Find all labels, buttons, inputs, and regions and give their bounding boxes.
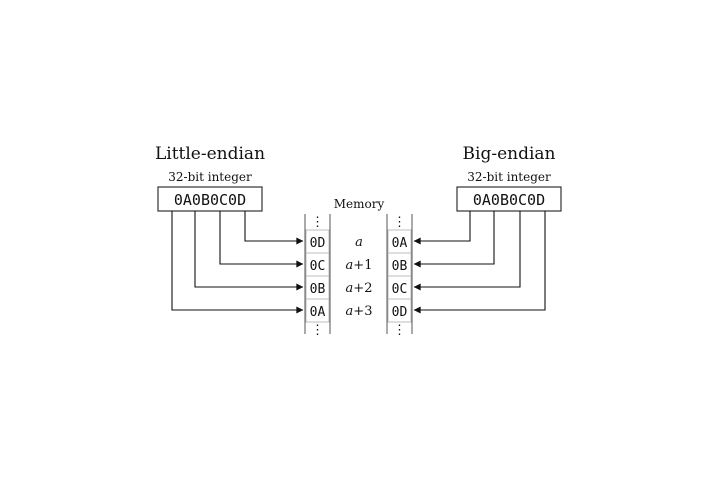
memory-ellipsis-top-left: ⋮: [311, 215, 324, 230]
little-endian-byte-3: 0B: [310, 282, 326, 297]
little-endian-byte-1: 0D: [310, 236, 326, 251]
big-endian-value-box: [456, 186, 562, 212]
little-endian-value-box: [157, 186, 263, 212]
big-endian-byte-1: 0A: [392, 236, 408, 251]
little-endian-arrow-0b: [194, 211, 304, 291]
little-endian-title: Little-endian: [155, 144, 265, 164]
little-endian-subtitle: 32-bit integer: [168, 170, 252, 184]
little-endian-byte-4: 0A: [310, 305, 326, 320]
memory-ellipsis-top-right: ⋮: [393, 215, 406, 230]
big-endian-arrow-0b: [413, 211, 495, 268]
little-endian-value: 0A0B0C0D: [174, 191, 246, 209]
big-endian-byte-3: 0C: [392, 282, 408, 297]
little-endian-arrow-0c: [219, 211, 304, 268]
address-label-2: a+1: [346, 258, 373, 273]
big-endian-memory-column: ⋮ 0A 0B 0C 0D ⋮: [386, 214, 413, 338]
big-endian-value: 0A0B0C0D: [473, 191, 545, 209]
big-endian-arrow-0a: [413, 211, 471, 245]
big-endian-byte-4: 0D: [392, 305, 408, 320]
memory-label: Memory: [334, 197, 385, 211]
little-endian-arrow-0d: [244, 211, 304, 245]
little-endian-arrow-0a: [171, 211, 304, 314]
big-endian-arrows: [413, 211, 546, 314]
address-labels: a a+1 a+2 a+3: [346, 235, 373, 319]
memory-ellipsis-bottom-right: ⋮: [393, 323, 406, 338]
address-label-1: a: [355, 235, 363, 250]
big-endian-byte-2: 0B: [392, 259, 408, 274]
memory-ellipsis-bottom-left: ⋮: [311, 323, 324, 338]
little-endian-memory-cell-4: [305, 298, 330, 323]
address-label-4: a+3: [346, 304, 373, 319]
address-label-3: a+2: [346, 281, 373, 296]
big-endian-arrow-0c: [413, 211, 521, 291]
big-endian-memory-cell-4: [387, 298, 412, 323]
little-endian-memory-column: ⋮ 0D 0C 0B 0A ⋮: [304, 214, 331, 338]
big-endian-arrow-0d: [413, 211, 546, 314]
big-endian-title: Big-endian: [463, 144, 556, 164]
little-endian-byte-2: 0C: [310, 259, 326, 274]
big-endian-subtitle: 32-bit integer: [467, 170, 551, 184]
little-endian-arrows: [171, 211, 304, 314]
